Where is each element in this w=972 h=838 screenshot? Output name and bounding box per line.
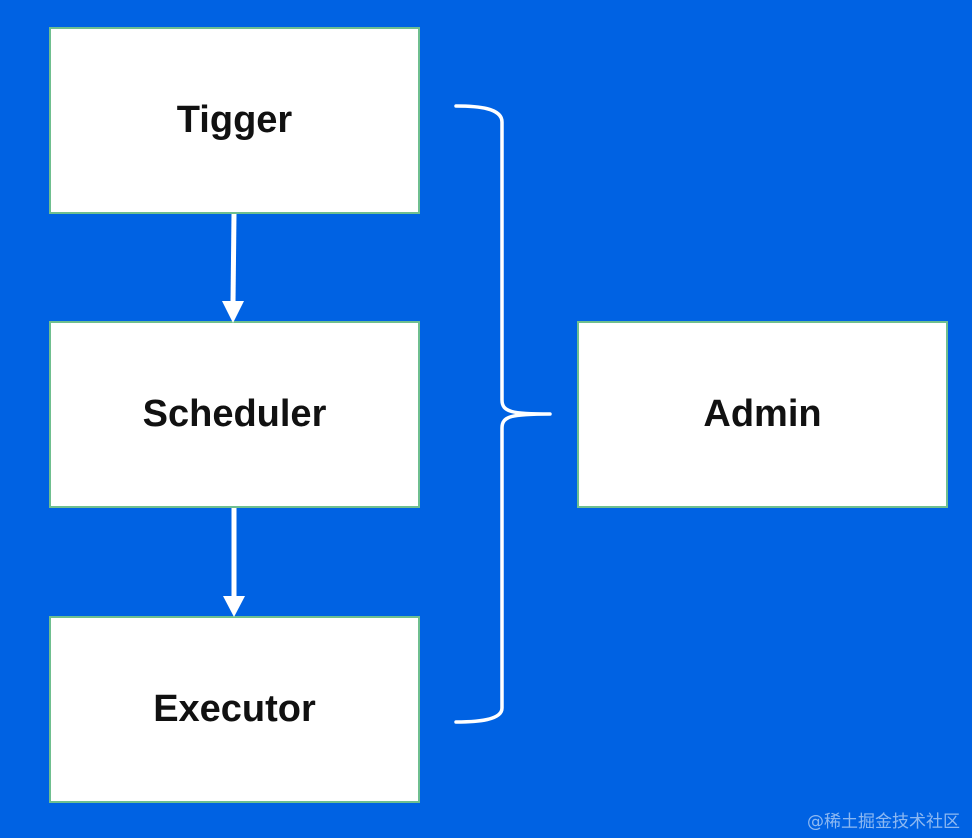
- executor-node: Executor: [49, 616, 420, 803]
- scheduler-node: Scheduler: [49, 321, 420, 508]
- watermark-text: @稀土掘金技术社区: [807, 812, 960, 832]
- admin-label: Admin: [703, 393, 822, 435]
- arrow-scheduler-to-executor: [223, 508, 245, 617]
- grouping-brace: [454, 104, 552, 724]
- tigger-label: Tigger: [176, 99, 293, 141]
- arrow-tigger-to-scheduler: [222, 213, 244, 323]
- admin-node: Admin: [577, 321, 948, 508]
- tigger-node: Tigger: [49, 27, 420, 214]
- executor-label: Executor: [153, 688, 316, 730]
- scheduler-label: Scheduler: [142, 393, 327, 435]
